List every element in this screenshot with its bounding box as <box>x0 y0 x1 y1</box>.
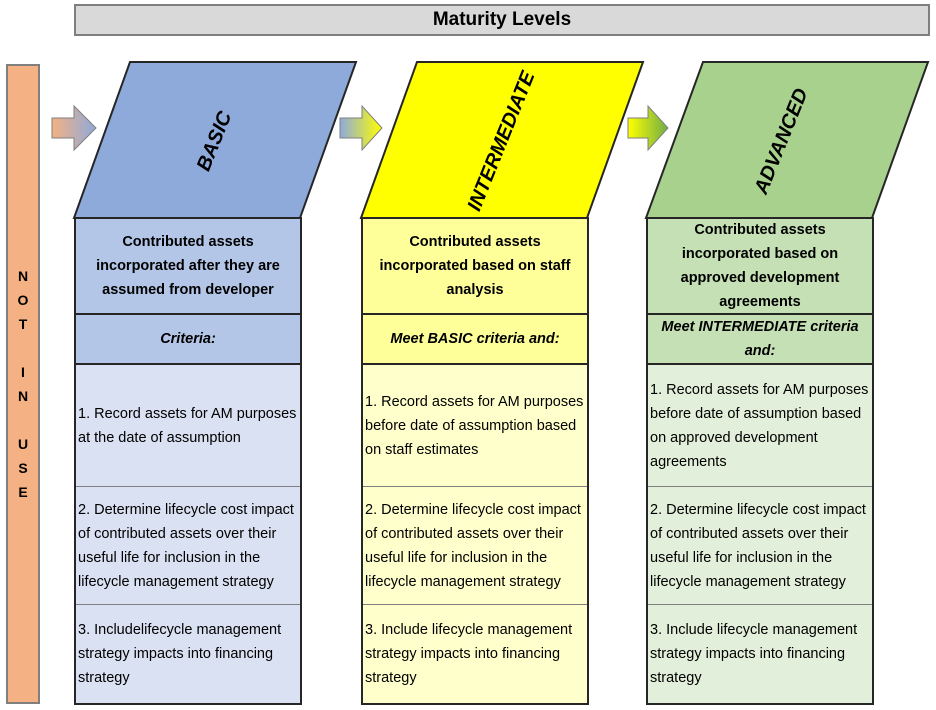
advanced-criteria-heading: Meet INTERMEDIATE criteria and: <box>648 315 872 365</box>
arrow-right-icon <box>627 104 669 152</box>
basic-criterion-2: 2. Determine lifecycle cost impact of co… <box>76 487 300 605</box>
basic-criterion-1: 1. Record assets for AM purposes at the … <box>76 365 300 487</box>
not-in-use-letter: N <box>17 268 29 284</box>
advanced-criterion-3: 3. Include lifecycle management strategy… <box>648 605 872 703</box>
not-in-use-bar: N O T I N U S E <box>6 64 40 704</box>
not-in-use-letter: S <box>18 460 28 476</box>
not-in-use-letter: T <box>18 316 28 332</box>
intermediate-description: Contributed assets incorporated based on… <box>363 219 587 315</box>
intermediate-column: Contributed assets incorporated based on… <box>361 217 589 705</box>
basic-criterion-3: 3. Includelifecycle management strategy … <box>76 605 300 703</box>
intermediate-criterion-3: 3. Include lifecycle management strategy… <box>363 605 587 703</box>
not-in-use-letter: E <box>18 484 28 500</box>
not-in-use-letter: O <box>17 292 29 308</box>
basic-criteria-heading: Criteria: <box>76 315 300 365</box>
basic-description: Contributed assets incorporated after th… <box>76 219 300 315</box>
not-in-use-letter: I <box>21 364 25 380</box>
arrow-right-icon <box>51 104 97 152</box>
advanced-criterion-2: 2. Determine lifecycle cost impact of co… <box>648 487 872 605</box>
advanced-column: Contributed assets incorporated based on… <box>646 217 874 705</box>
arrow-right-icon <box>339 104 383 152</box>
maturity-levels-title: Maturity Levels <box>74 4 930 36</box>
intermediate-criterion-1: 1. Record assets for AM purposes before … <box>363 365 587 487</box>
advanced-description: Contributed assets incorporated based on… <box>648 219 872 315</box>
basic-column: Contributed assets incorporated after th… <box>74 217 302 705</box>
not-in-use-letter: U <box>17 436 29 452</box>
advanced-criterion-1: 1. Record assets for AM purposes before … <box>648 365 872 487</box>
intermediate-criteria-heading: Meet BASIC criteria and: <box>363 315 587 365</box>
intermediate-criterion-2: 2. Determine lifecycle cost impact of co… <box>363 487 587 605</box>
not-in-use-letter: N <box>17 388 29 404</box>
